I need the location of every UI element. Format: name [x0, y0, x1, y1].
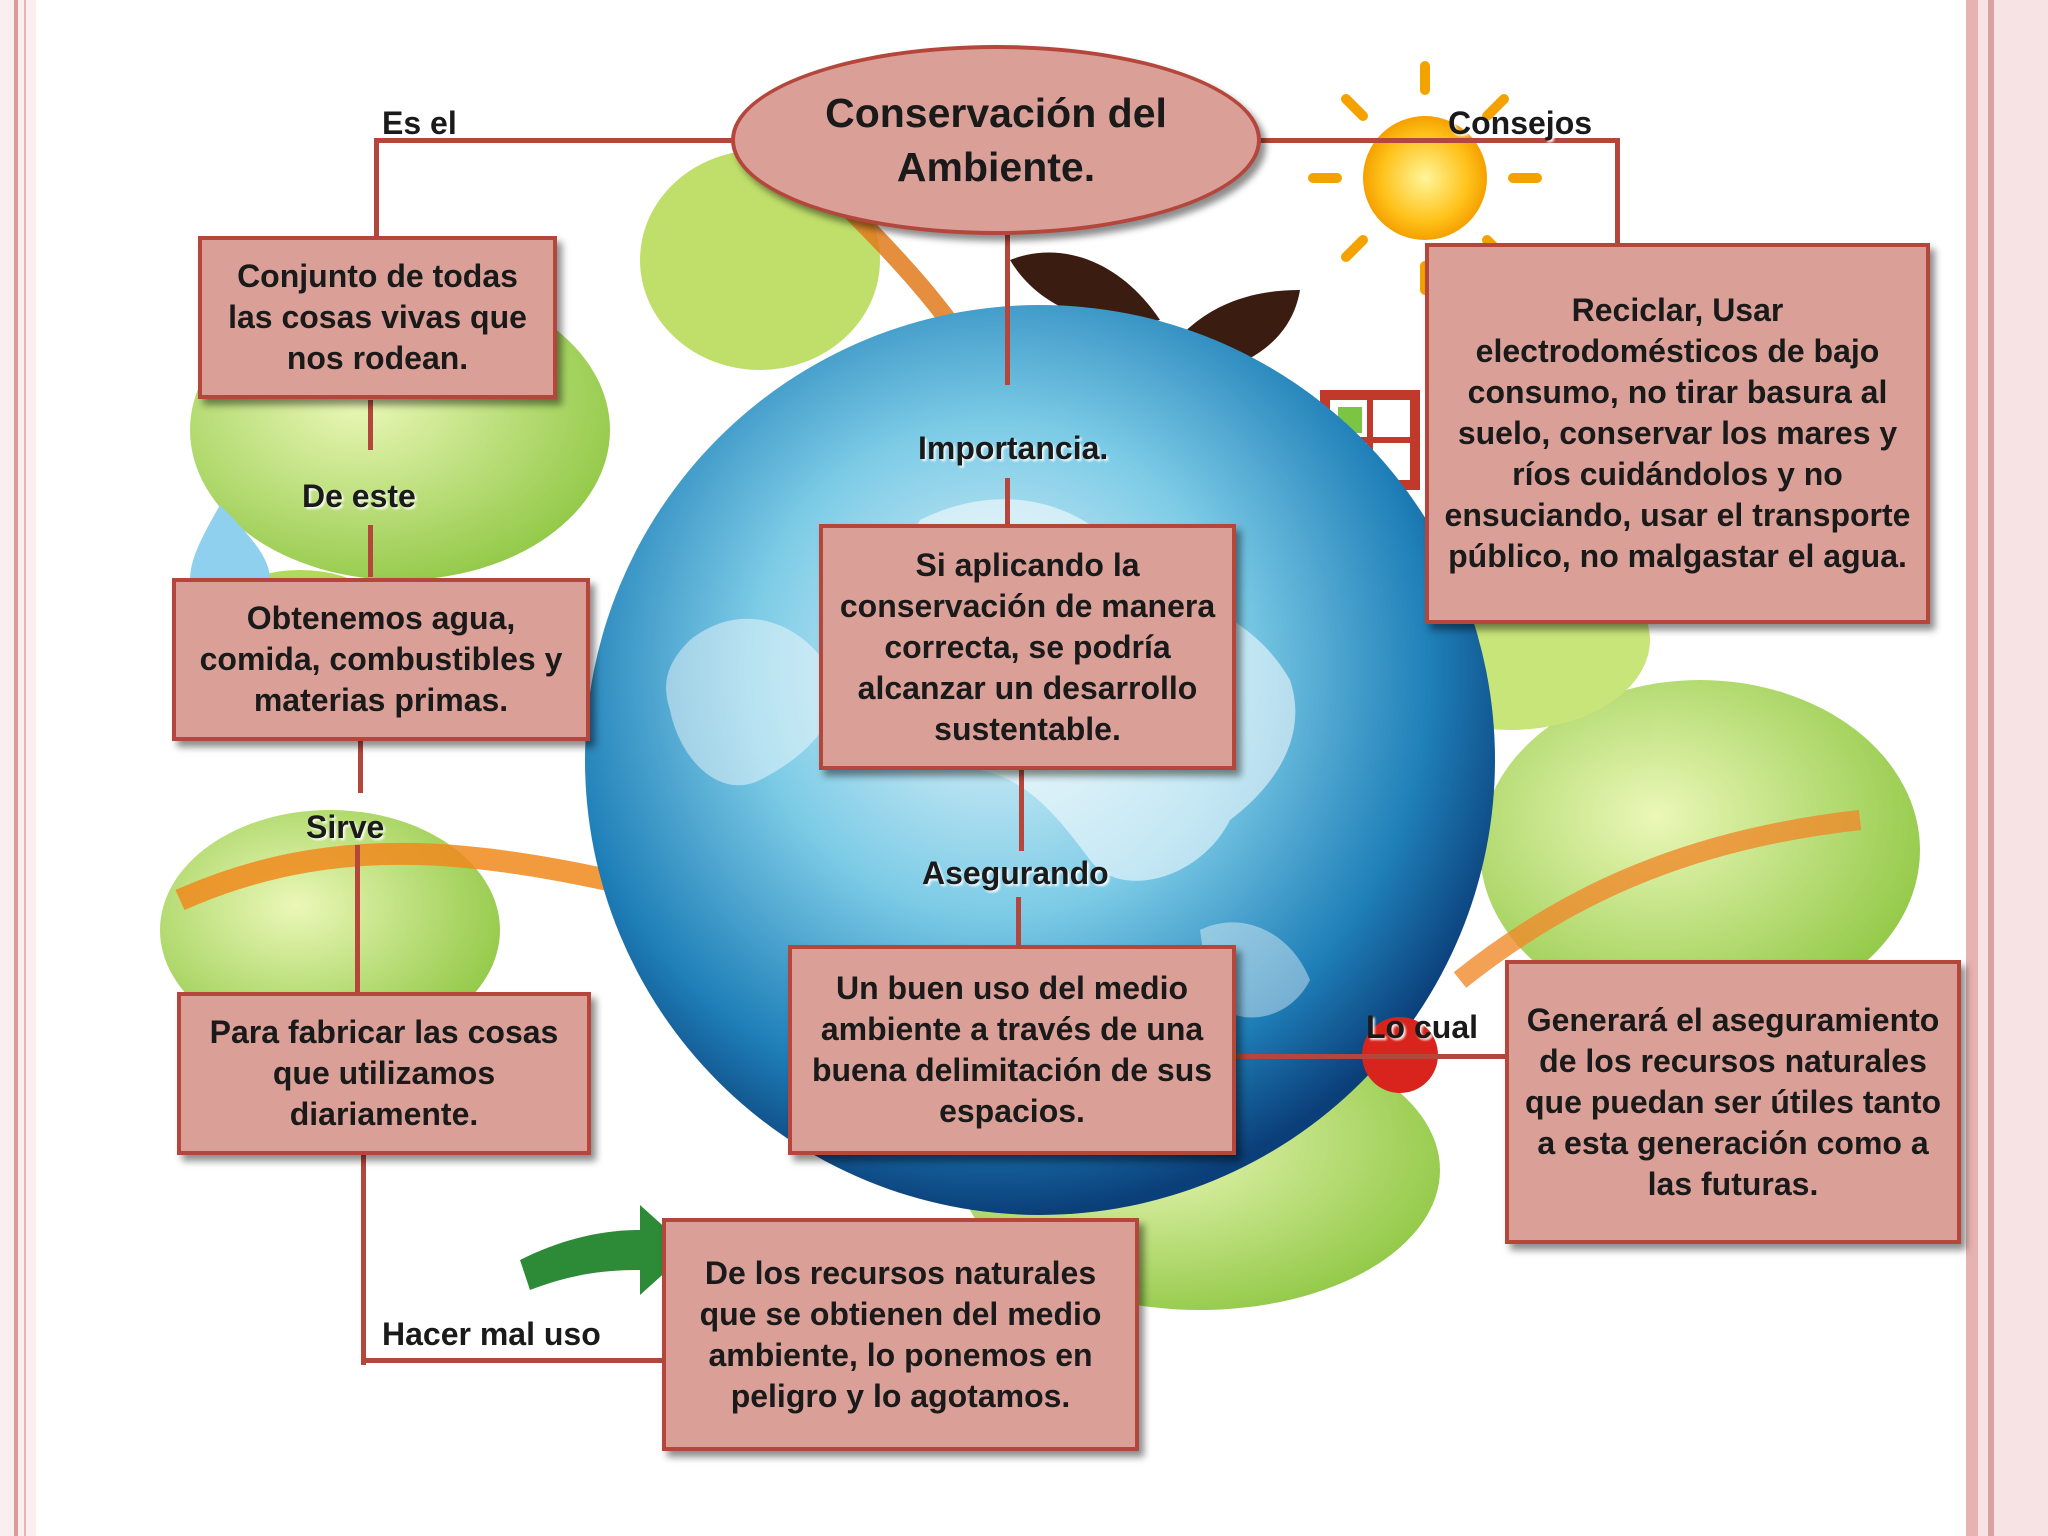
label-asegurando: Asegurando [922, 854, 1109, 892]
connector-importancia-down [1005, 478, 1010, 526]
connector-conjunto-down1 [368, 400, 373, 450]
connector-title-right-v [1615, 138, 1620, 246]
connector-title-down [1005, 235, 1010, 385]
label-consejos: Consejos [1448, 104, 1592, 142]
box-buen-uso: Un buen uso del medio ambiente a través … [788, 945, 1236, 1155]
box-obtenemos: Obtenemos agua, comida, combustibles y m… [172, 578, 590, 741]
label-de-este: De este [302, 477, 416, 515]
label-sirve: Sirve [306, 808, 384, 846]
connector-title-left-v [374, 138, 379, 238]
connector-fabricar-down [361, 1150, 366, 1365]
central-title: Conservación del Ambiente. [731, 45, 1261, 235]
box-generara: Generará el aseguramiento de los recurso… [1505, 960, 1961, 1244]
connector-malu-h [361, 1358, 665, 1363]
box-reciclar: Reciclar, Usar electrodomésticos de bajo… [1425, 243, 1930, 624]
connector-conjunto-down2 [368, 525, 373, 577]
connector-asegurando-down [1016, 897, 1021, 947]
connector-aplicando-down [1019, 766, 1024, 851]
connector-locual-h [1232, 1054, 1508, 1059]
label-importancia: Importancia. [918, 429, 1108, 467]
label-hacer-mal-uso: Hacer mal uso [382, 1315, 601, 1353]
label-es-el: Es el [382, 104, 457, 142]
box-conjunto: Conjunto de todas las cosas vivas que no… [198, 236, 557, 399]
connector-obtenemos-down1 [358, 738, 363, 793]
label-lo-cual: Lo cual [1366, 1008, 1478, 1046]
box-recursos: De los recursos naturales que se obtiene… [662, 1218, 1139, 1451]
box-aplicando: Si aplicando la conservación de manera c… [819, 524, 1236, 770]
box-fabricar: Para fabricar las cosas que utilizamos d… [177, 992, 591, 1155]
connector-obtenemos-down2 [355, 845, 360, 995]
